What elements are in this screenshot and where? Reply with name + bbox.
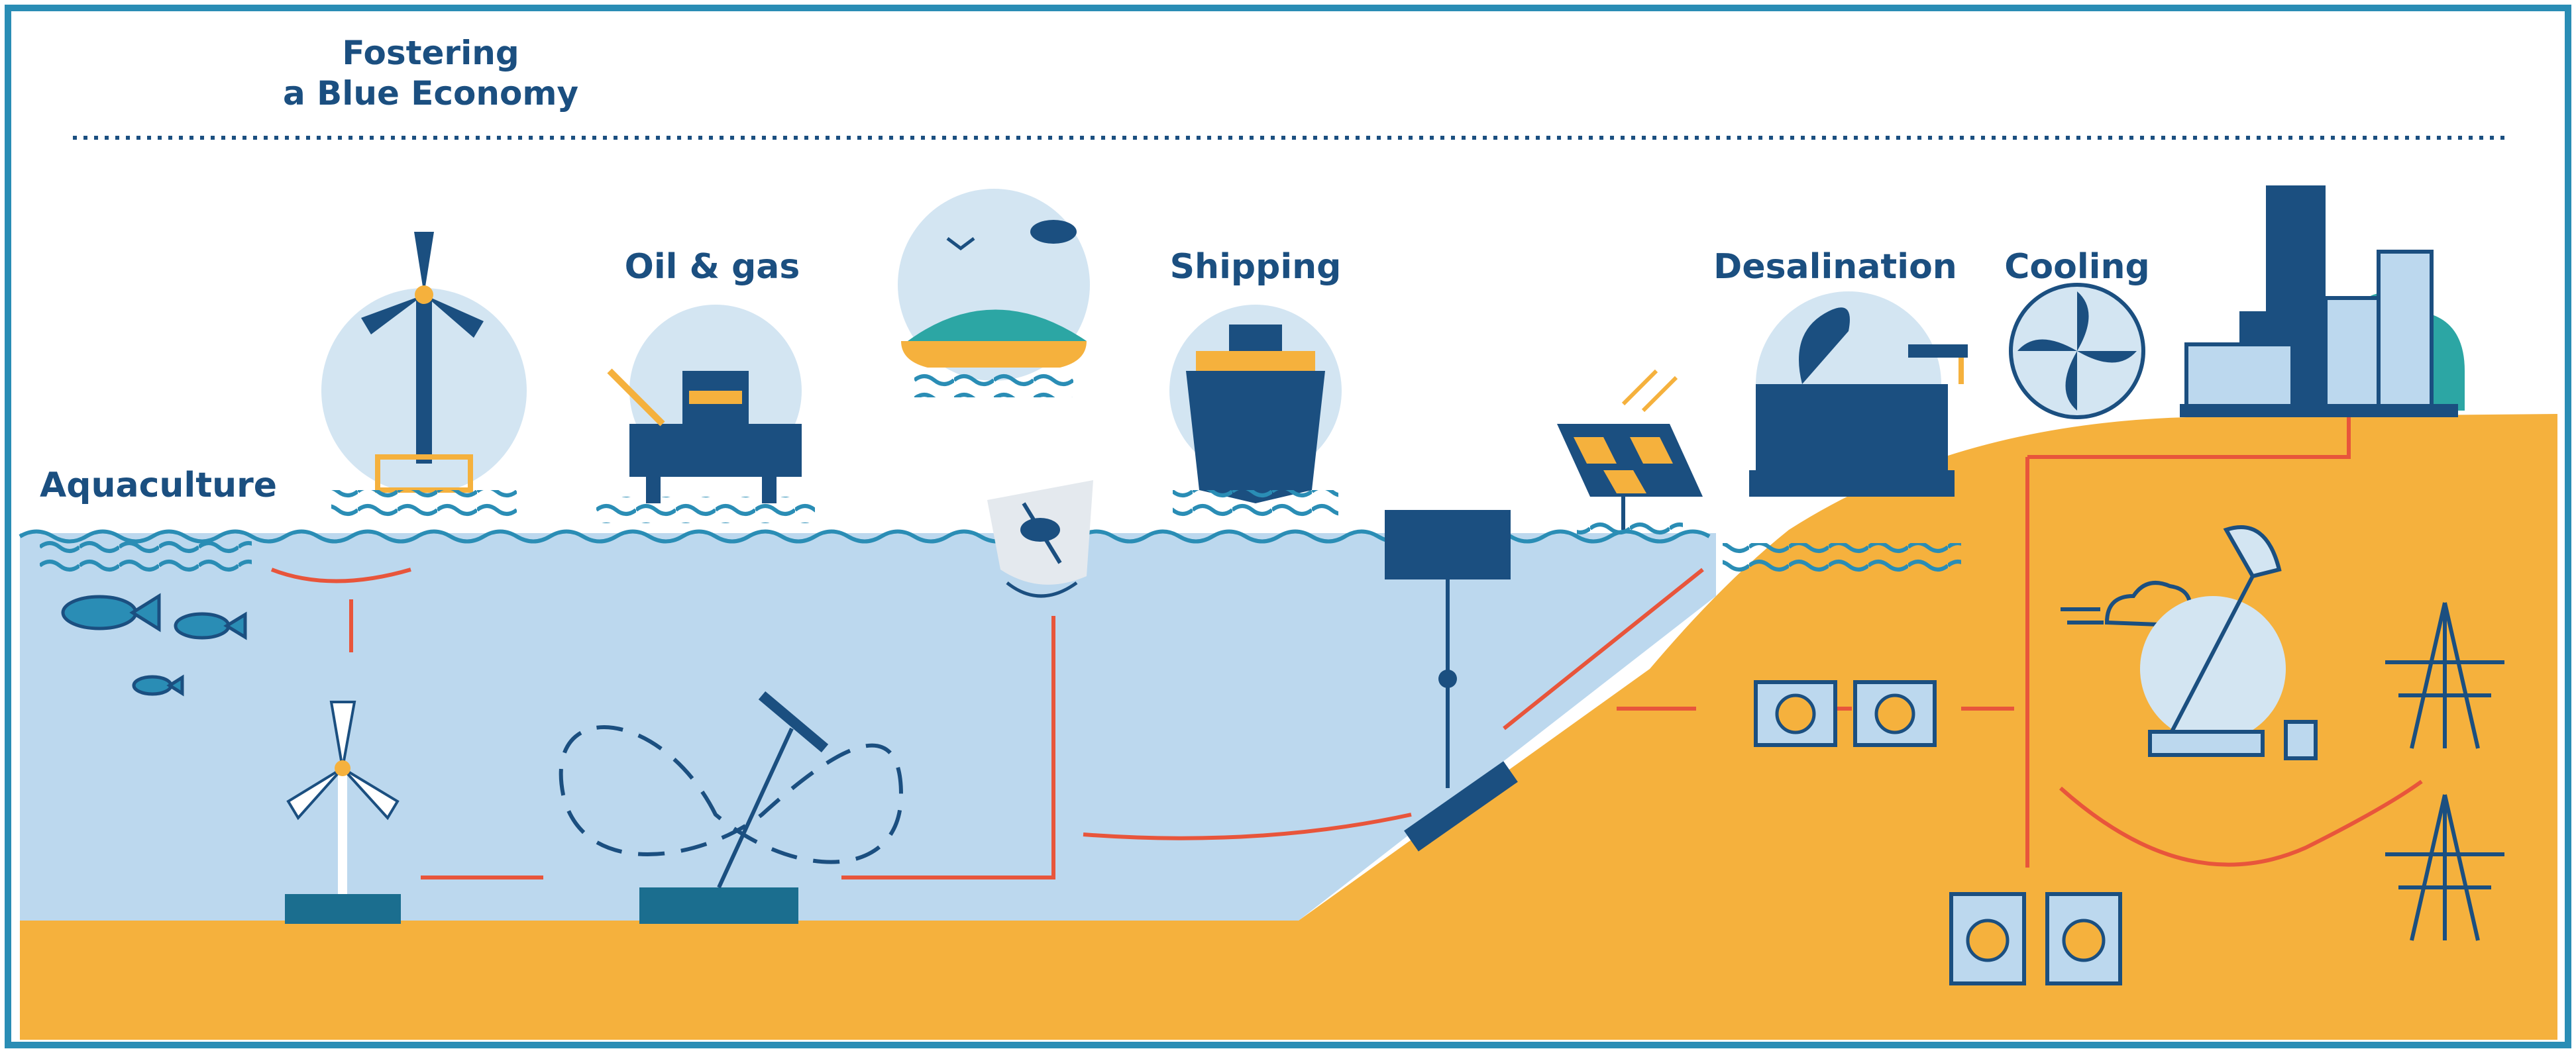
city-skyline-icon [2180, 185, 2465, 417]
label-cooling: Cooling [2004, 247, 2150, 287]
sea-water [20, 533, 1716, 921]
battery-icon [1754, 680, 2122, 985]
aquaculture-waves [40, 535, 252, 575]
wind-kite-generator-icon [2140, 525, 2318, 760]
solar-panel-icon [1557, 369, 1703, 536]
transmission-tower-icon [2385, 602, 2504, 941]
label-desalination: Desalination [1713, 247, 1957, 287]
cargo-ship-icon [1169, 305, 1342, 517]
label-oil-gas: Oil & gas [625, 247, 800, 287]
underwater-turbine-icon [285, 701, 401, 924]
island-icon [898, 189, 1090, 397]
buoy-icon [987, 480, 1093, 598]
fish-icon [61, 593, 247, 697]
oil-platform-icon [596, 305, 815, 523]
power-cables [270, 417, 2423, 879]
title-line-1: Fostering [342, 34, 519, 72]
floating-wind-turbine-icon [321, 232, 527, 517]
label-aquaculture: Aquaculture [40, 466, 277, 505]
title-line-2: a Blue Economy [283, 74, 578, 113]
cooling-fan-icon [2009, 283, 2145, 419]
label-shipping: Shipping [1170, 247, 1342, 287]
tidal-kite-icon [559, 691, 904, 924]
desalination-plant-icon [1723, 291, 1968, 576]
wave-energy-converter-icon [1385, 510, 1518, 852]
